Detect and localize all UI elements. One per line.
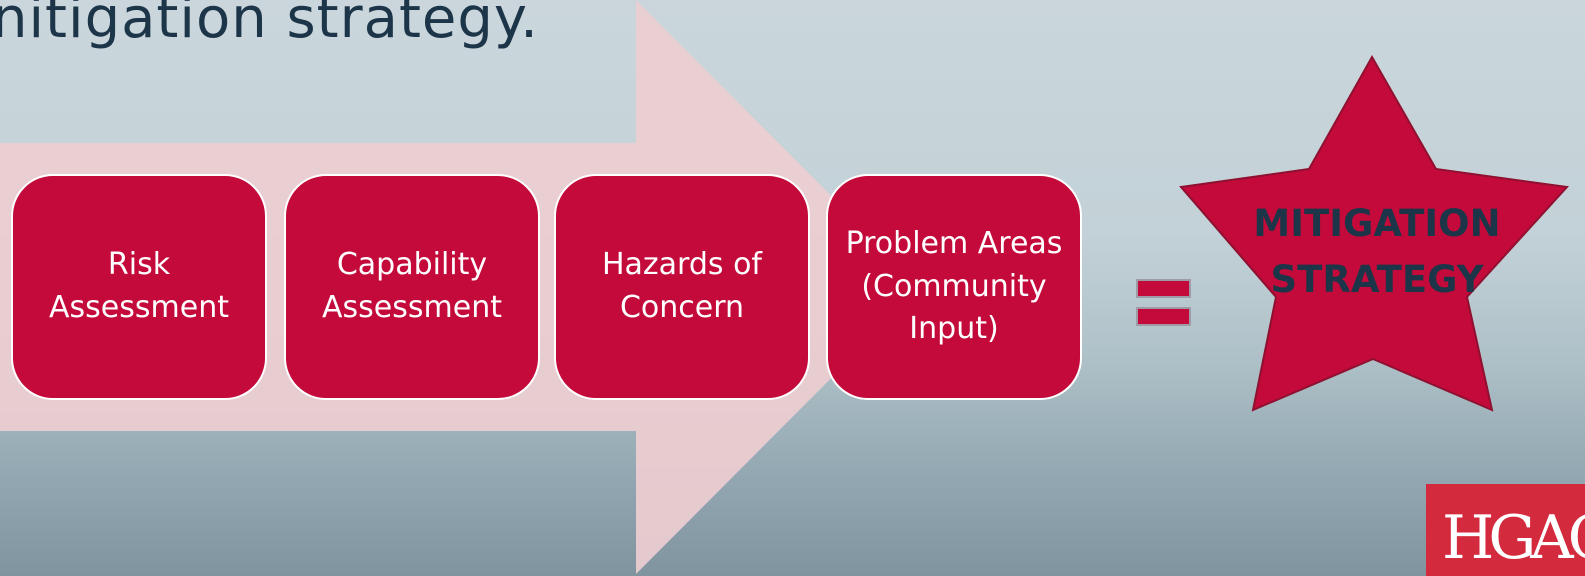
star-label-line-2: STRATEGY [1270,257,1484,301]
mitigation-strategy-label: MITIGATION STRATEGY [1246,196,1508,307]
equals-bar-top [1136,279,1191,298]
hgac-logo: HGAC [1426,484,1585,576]
step-label: Risk Assessment [49,247,229,325]
step-hazards-of-concern: Hazards of Concern [554,174,810,400]
step-label: Hazards of Concern [601,247,762,325]
slide-title: nitigation strategy. [0,0,539,51]
step-label: Problem Areas (Community Input) [845,226,1063,347]
step-risk-assessment: Risk Assessment [11,174,267,400]
equals-bar-bottom [1136,307,1191,326]
star-label-line-1: MITIGATION [1253,202,1501,245]
step-capability-assessment: Capability Assessment [284,174,540,400]
logo-text: HGAC [1442,503,1585,573]
step-label: Capability Assessment [322,247,502,325]
step-problem-areas: Problem Areas (Community Input) [826,174,1082,400]
